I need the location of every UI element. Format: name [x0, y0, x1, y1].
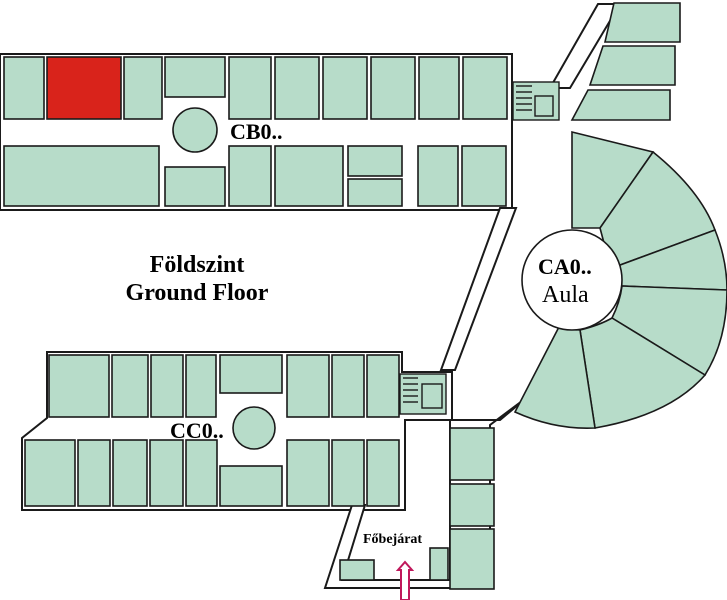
wing-c-bottom-room-7[interactable]	[286, 439, 330, 507]
wing-a-label: CA0..	[538, 254, 592, 279]
wing-b-top-room-6[interactable]	[274, 56, 320, 120]
wing-c-top-room-8[interactable]	[366, 354, 400, 418]
wing-c-top-room-4[interactable]	[185, 354, 217, 418]
wing-c-bottom-room-9[interactable]	[366, 439, 400, 507]
wing-b-corridor	[2, 120, 508, 142]
wing-c-bottom-room-2[interactable]	[77, 439, 111, 507]
wing-a-room-2[interactable]	[588, 45, 676, 86]
entrance-room-2[interactable]	[449, 483, 495, 527]
floor-label-hu: Földszint	[150, 252, 245, 278]
wing-c-bottom-room-8[interactable]	[331, 439, 365, 507]
wing-b-top-room-1[interactable]	[3, 56, 45, 120]
wing-c-bottom-room-4[interactable]	[149, 439, 184, 507]
wing-b-bottom-room-5[interactable]	[347, 145, 403, 177]
wing-c-lobby	[232, 406, 276, 450]
wing-b-bottom-room-7[interactable]	[417, 145, 459, 207]
entrance-label: Főbejárat	[363, 532, 422, 547]
wing-b-bottom-room-1[interactable]	[3, 145, 160, 207]
staircase-c	[399, 373, 447, 415]
wing-c-bottom-room-6[interactable]	[219, 465, 283, 507]
wing-b-bottom-room-2[interactable]	[164, 166, 226, 207]
wing-c-bottom-room-3[interactable]	[112, 439, 148, 507]
wing-b-top-room-4[interactable]	[164, 56, 226, 98]
wing-a-room-3[interactable]	[570, 89, 671, 121]
wing-c-bottom-room-1[interactable]	[24, 439, 76, 507]
wing-a-room-1[interactable]	[603, 2, 681, 43]
entrance-room-1[interactable]	[449, 427, 495, 481]
wing-c-top-room-5[interactable]	[219, 354, 283, 394]
wing-b-lobby	[172, 107, 218, 153]
staircase-b	[512, 81, 560, 121]
entrance-booth-right[interactable]	[429, 547, 449, 581]
wing-b-label: CB0..	[230, 119, 283, 144]
wing-b-top-room-8[interactable]	[370, 56, 416, 120]
wing-c-top-room-1[interactable]	[48, 354, 110, 418]
wing-c-rooms	[24, 354, 400, 507]
wing-c-top-room-6[interactable]	[286, 354, 330, 418]
aula-label: Aula	[542, 282, 589, 308]
wing-a-corridor	[548, 3, 622, 89]
wing-b-bottom-room-3[interactable]	[228, 145, 272, 207]
wing-b-top-room-2[interactable]	[46, 56, 122, 120]
entrance-rooms	[339, 427, 495, 590]
wing-b-bottom-room-6[interactable]	[347, 178, 403, 207]
wing-b-top-room-5[interactable]	[228, 56, 272, 120]
wing-b-top-room-10[interactable]	[462, 56, 508, 120]
floor-label-en: Ground Floor	[126, 280, 269, 306]
wing-b-bottom-room-8[interactable]	[461, 145, 507, 207]
wing-c-label: CC0..	[170, 418, 224, 443]
aula-section	[513, 130, 727, 429]
connector-corridor	[439, 207, 518, 371]
wing-b-top-room-9[interactable]	[418, 56, 460, 120]
wing-c-top-room-2[interactable]	[111, 354, 149, 418]
wing-c-bottom-room-5[interactable]	[185, 439, 218, 507]
wing-b-top-room-7[interactable]	[322, 56, 368, 120]
entrance-booth-left[interactable]	[339, 559, 375, 581]
wing-a-rooms	[570, 2, 681, 121]
aula-stage	[521, 229, 623, 331]
wing-b-rooms	[3, 56, 508, 207]
main-entrance-arrow	[395, 560, 415, 600]
wing-b-bottom-room-4[interactable]	[274, 145, 344, 207]
entrance-arrow-icon	[395, 560, 415, 600]
wing-c-top-room-3[interactable]	[150, 354, 184, 418]
wing-b-top-room-3[interactable]	[123, 56, 163, 120]
entrance-room-3[interactable]	[449, 528, 495, 590]
wing-c-top-room-7[interactable]	[331, 354, 365, 418]
